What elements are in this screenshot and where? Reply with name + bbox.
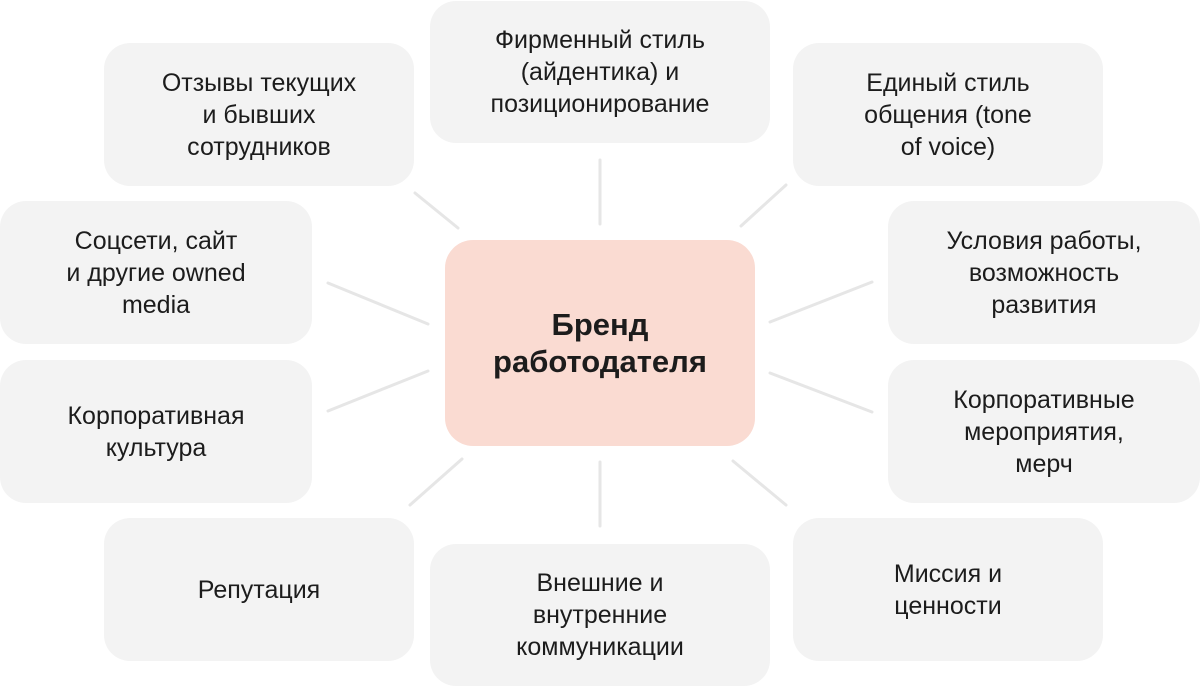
node-label: Внешние и внутренние коммуникации	[516, 569, 684, 661]
node-corporate-events: Корпоративные мероприятия, мерч	[888, 360, 1200, 503]
node-label: Корпоративная культура	[67, 401, 245, 462]
connector-right-upper	[768, 280, 874, 324]
node-label: Корпоративные мероприятия, мерч	[953, 385, 1135, 478]
connector-left-lower	[326, 369, 430, 413]
node-tone-of-voice: Единый стиль общения (tone of voice)	[793, 43, 1103, 186]
node-label: Условия работы, возможность развития	[946, 226, 1142, 319]
node-label: Единый стиль общения (tone of voice)	[864, 68, 1032, 161]
connector-right-lower	[768, 371, 874, 414]
node-employee-reviews: Отзывы текущих и бывших сотрудников	[104, 43, 414, 186]
node-mission-values: Миссия и ценности	[793, 518, 1103, 661]
connector-top-left	[413, 191, 460, 230]
node-work-conditions: Условия работы, возможность развития	[888, 201, 1200, 344]
connector-left-upper	[326, 281, 430, 326]
node-label: Миссия и ценности	[893, 559, 1003, 620]
connector-bottom-right	[731, 459, 788, 507]
center-node-label: Бренд работодателя	[493, 307, 707, 379]
center-node-employer-brand: Бренд работодателя	[445, 240, 755, 446]
node-corporate-identity: Фирменный стиль (айдентика) и позиционир…	[430, 1, 770, 143]
node-label: Соцсети, сайт и другие owned media	[66, 226, 246, 319]
node-label: Фирменный стиль (айдентика) и позиционир…	[490, 26, 710, 118]
connector-top-right	[739, 183, 788, 228]
node-owned-media: Соцсети, сайт и другие owned media	[0, 201, 312, 344]
node-label: Репутация	[197, 575, 321, 604]
node-reputation: Репутация	[104, 518, 414, 661]
node-communications: Внешние и внутренние коммуникации	[430, 544, 770, 686]
node-label: Отзывы текущих и бывших сотрудников	[161, 68, 357, 161]
node-corporate-culture: Корпоративная культура	[0, 360, 312, 503]
connector-bottom-left	[408, 457, 464, 507]
